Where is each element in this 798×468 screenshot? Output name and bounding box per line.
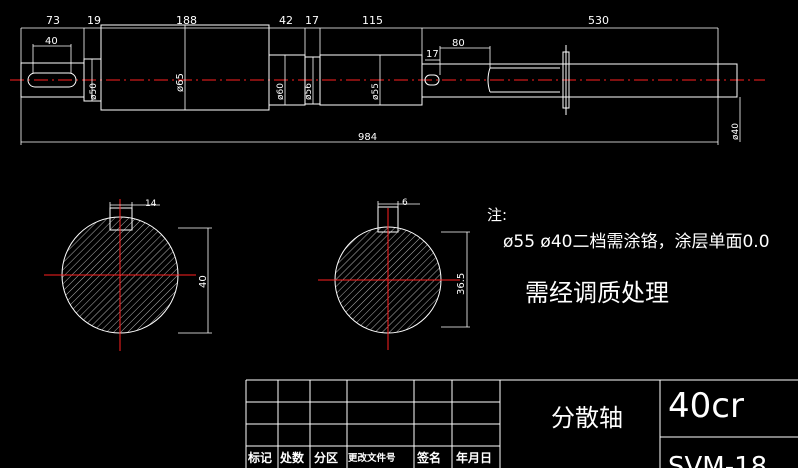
dim-groove-80: 80 xyxy=(452,38,465,49)
notes: 注: ø55 ø40二档需涂铬，涂层单面0.0 需经调质处理 xyxy=(487,206,770,307)
section-a-height: 40 xyxy=(198,275,209,288)
section-b: 6 36.5 xyxy=(318,198,470,350)
part-name: 分散轴 xyxy=(551,404,623,432)
title-block: 标记 处数 分区 更改文件号 签名 年月日 分散轴 40cr SVM-18 xyxy=(245,379,798,468)
dia-d65: ø65 xyxy=(175,73,186,92)
shaft-view xyxy=(10,24,765,115)
header-chushu: 处数 xyxy=(279,450,305,465)
material: 40cr xyxy=(668,386,744,426)
drawing-number: SVM-18 xyxy=(668,452,767,468)
dim-42: 42 xyxy=(279,14,293,27)
keyway-slot-left xyxy=(27,72,77,88)
notes-line1: ø55 ø40二档需涂铬，涂层单面0.0 xyxy=(503,232,770,252)
dia-d60: ø60 xyxy=(276,83,286,100)
section-a-keyway xyxy=(109,207,133,231)
dia-d56: ø56 xyxy=(304,83,314,100)
dim-115: 115 xyxy=(362,14,383,27)
dim-19: 19 xyxy=(87,14,101,27)
header-fenqu: 分区 xyxy=(314,450,338,465)
section-b-keywidth: 6 xyxy=(402,198,408,208)
dim-17: 17 xyxy=(305,14,319,27)
dim-188: 188 xyxy=(176,14,197,27)
header-gaiwenjian: 更改文件号 xyxy=(348,452,396,464)
dia-d40: ø40 xyxy=(731,123,741,140)
section-a-keywidth: 14 xyxy=(145,199,157,209)
dia-d55: ø55 xyxy=(371,83,381,100)
section-a: 14 40 xyxy=(44,199,212,351)
dim-530: 530 xyxy=(588,14,609,27)
dim-groove-17: 17 xyxy=(426,49,439,60)
header-qianming: 签名 xyxy=(416,450,441,465)
dim-984: 984 xyxy=(358,132,377,143)
dim-keyway-40: 40 xyxy=(45,36,58,47)
keyway-slot-right xyxy=(424,74,440,86)
header-nianyueri: 年月日 xyxy=(456,450,492,465)
overall-dimension: 984 xyxy=(20,97,719,145)
groove-end-left xyxy=(487,67,491,93)
notes-label: 注: xyxy=(487,206,507,224)
header-biaoji: 标记 xyxy=(247,450,272,465)
notes-line2: 需经调质处理 xyxy=(525,279,669,307)
section-b-height: 36.5 xyxy=(456,273,467,295)
top-dimensions: 73 19 188 42 17 115 530 40 17 80 xyxy=(20,14,719,75)
dia-d50: ø50 xyxy=(89,83,99,100)
segment-d55 xyxy=(319,54,423,106)
segment-end-right xyxy=(717,63,738,98)
diameter-labels: ø50 ø65 ø60 ø56 ø55 ø40 xyxy=(89,25,741,142)
dim-73: 73 xyxy=(46,14,60,27)
